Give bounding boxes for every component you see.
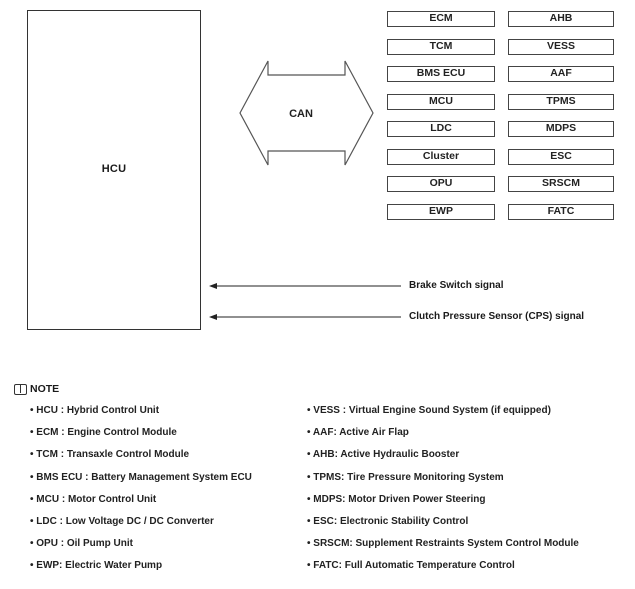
note-item: TCM : Transaxle Control Module [30, 449, 189, 460]
cps-signal-label: Clutch Pressure Sensor (CPS) signal [409, 311, 585, 322]
note-item: VESS : Virtual Engine Sound System (if e… [307, 405, 551, 416]
book-icon [14, 383, 27, 395]
module-box: MCU [387, 93, 495, 110]
note-item: AAF: Active Air Flap [307, 427, 409, 438]
note-item: TPMS: Tire Pressure Monitoring System [307, 472, 503, 483]
note-item: HCU : Hybrid Control Unit [30, 405, 159, 416]
module-box: ESC [508, 148, 614, 165]
module-box: AHB [508, 11, 614, 27]
note-item: LDC : Low Voltage DC / DC Converter [30, 516, 214, 527]
note-item: SRSCM: Supplement Restraints System Cont… [307, 538, 579, 549]
module-box: MDPS [508, 121, 614, 137]
note-item: BMS ECU : Battery Management System ECU [30, 472, 252, 483]
module-box: BMS ECU [387, 66, 495, 82]
cps-arrowhead [209, 314, 217, 320]
brake-switch-arrowhead [209, 283, 217, 289]
note-header: NOTE [14, 383, 59, 395]
note-item: ECM : Engine Control Module [30, 427, 177, 438]
hcu-box: HCU [27, 10, 201, 330]
module-box: EWP [387, 203, 495, 220]
note-item: ESC: Electronic Stability Control [307, 516, 468, 527]
can-bus-arrow [239, 60, 374, 166]
module-box: SRSCM [508, 176, 614, 192]
note-item: FATC: Full Automatic Temperature Control [307, 560, 514, 571]
module-box: ECM [387, 11, 495, 27]
module-box: Cluster [387, 148, 495, 165]
brake-switch-signal-label: Brake Switch signal [409, 280, 504, 291]
can-label: CAN [289, 108, 313, 120]
note-item: MCU : Motor Control Unit [30, 494, 156, 505]
note-item: MDPS: Motor Driven Power Steering [307, 494, 485, 505]
module-box: TPMS [508, 93, 614, 110]
module-box: LDC [387, 121, 495, 137]
module-box: FATC [508, 203, 614, 220]
module-box: AAF [508, 66, 614, 82]
module-box: TCM [387, 38, 495, 55]
note-item: OPU : Oil Pump Unit [30, 538, 133, 549]
hcu-label: HCU [101, 163, 127, 175]
note-item: EWP: Electric Water Pump [30, 560, 162, 571]
module-box: OPU [387, 176, 495, 192]
module-box: VESS [508, 38, 614, 55]
note-title: NOTE [30, 383, 60, 395]
note-item: AHB: Active Hydraulic Booster [307, 449, 459, 460]
